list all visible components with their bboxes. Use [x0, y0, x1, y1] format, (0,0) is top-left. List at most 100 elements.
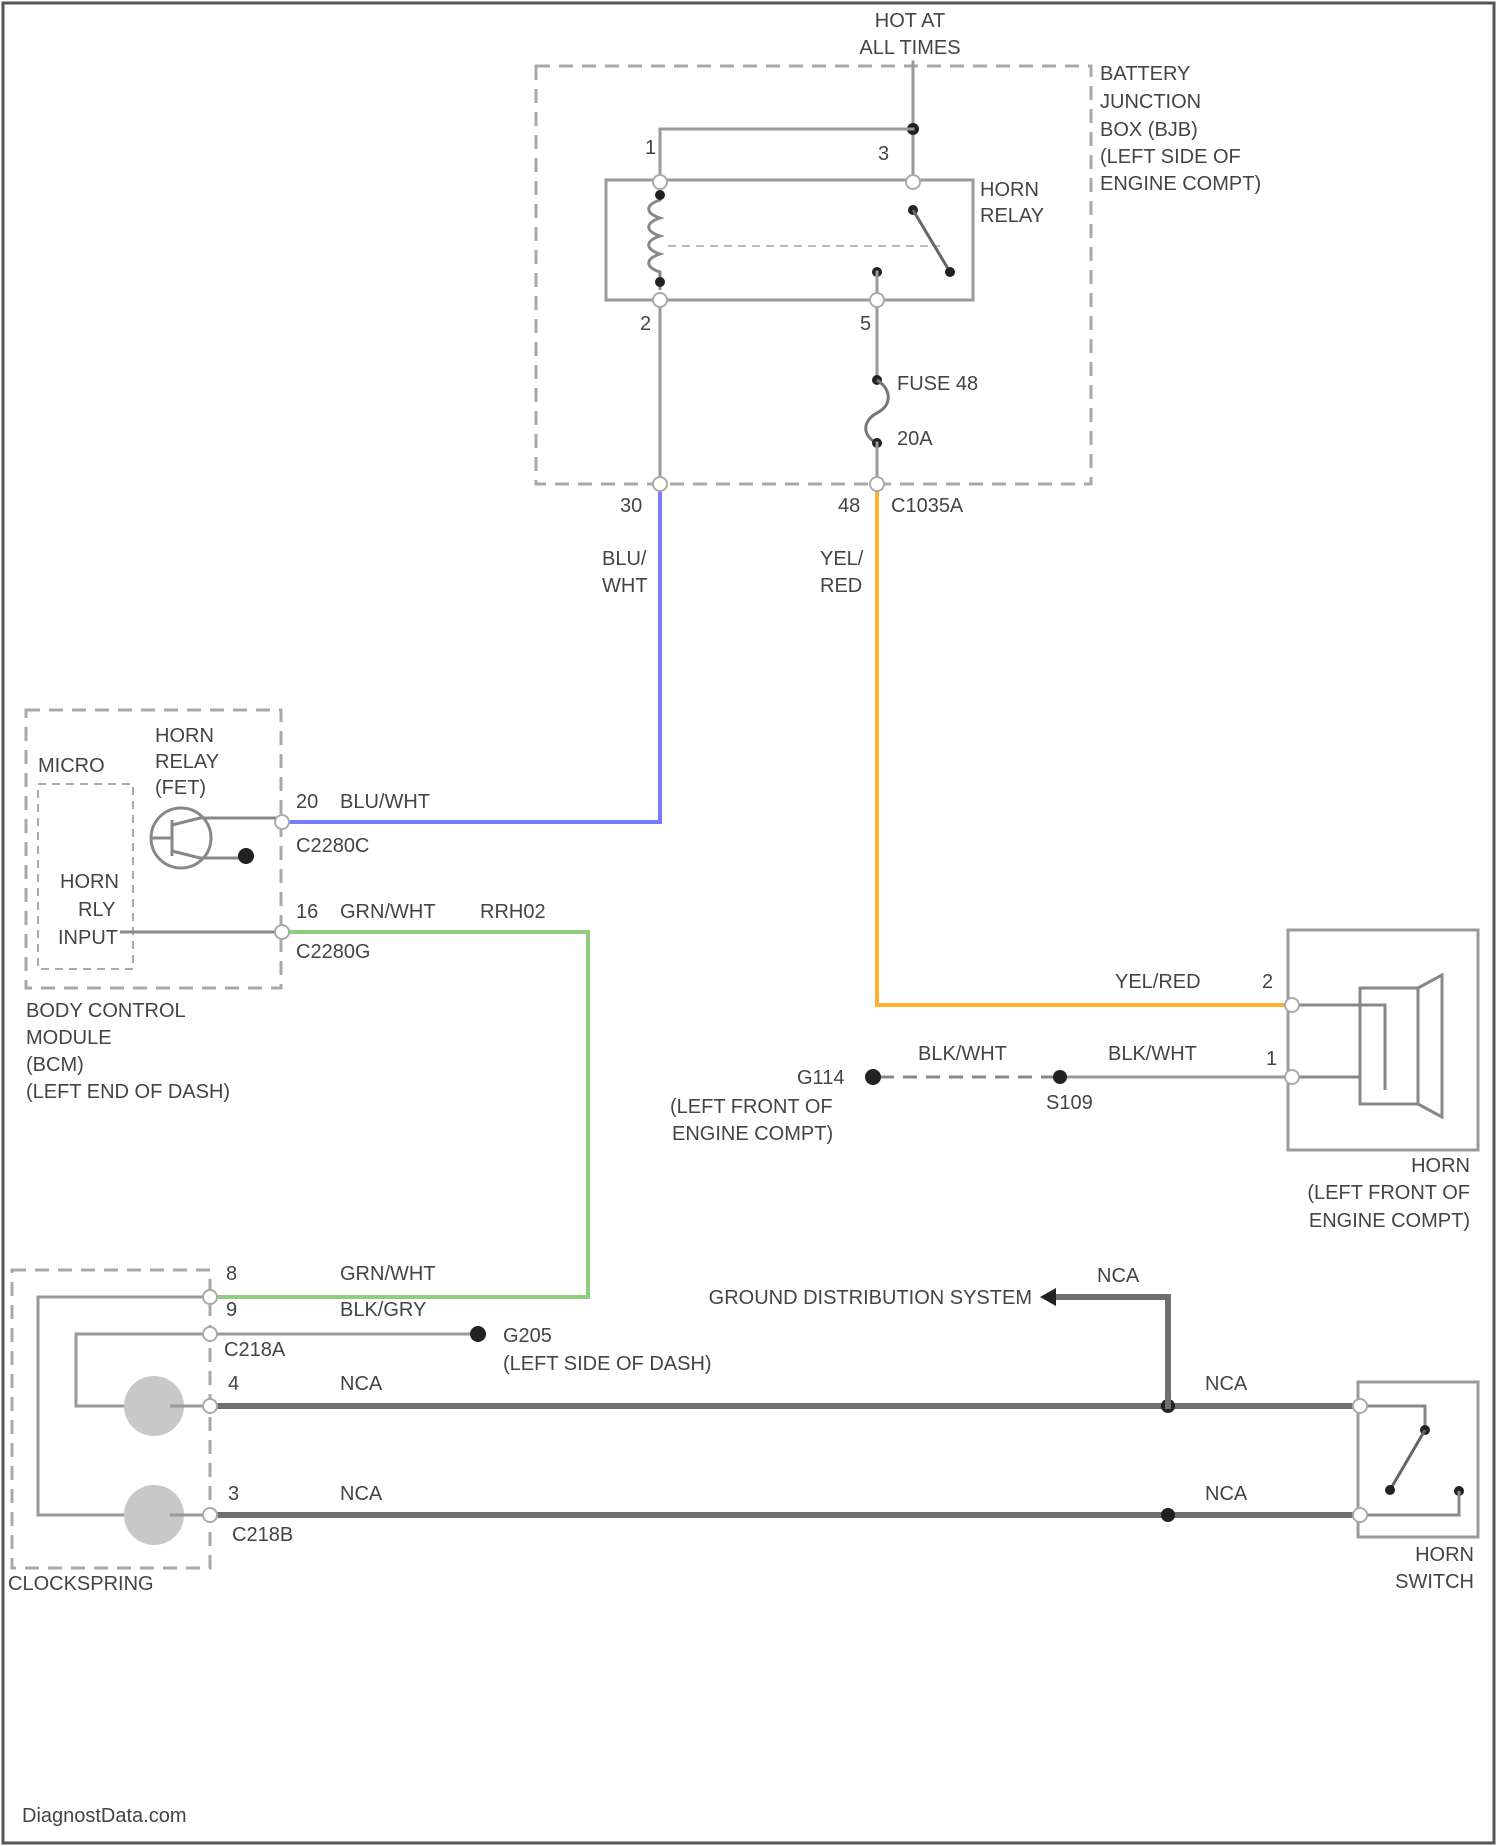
pin-marker [1285, 998, 1299, 1012]
horn-switch-arm [1390, 1430, 1425, 1490]
horn-name-line1: HORN [1411, 1155, 1470, 1177]
horn-name-line2: (LEFT FRONT OF [1307, 1182, 1470, 1204]
pin-marker [1285, 1070, 1299, 1084]
coil-feed-wire [660, 129, 913, 182]
c1035a-pin-30: 30 [620, 495, 642, 517]
bcm-input-label-line1: HORN [60, 871, 119, 893]
pin-marker [203, 1290, 217, 1304]
relay-switch-arm [913, 210, 950, 272]
bjb-pin-3: 3 [878, 143, 889, 165]
fuse-label: FUSE 48 [897, 373, 978, 395]
horn-outer-box [1288, 930, 1478, 1150]
g205-location: (LEFT SIDE OF DASH) [503, 1353, 712, 1375]
pin-marker [203, 1327, 217, 1341]
bcm-wire-grn-wht: GRN/WHT [340, 901, 436, 923]
ground-distribution-label: GROUND DISTRIBUTION SYSTEM [709, 1287, 1032, 1309]
bjb-wire-left-line1: BLU/ [602, 548, 647, 570]
bcm-fet-ground-dot [238, 848, 254, 864]
horn-wire-blk-wht: BLK/WHT [1108, 1043, 1197, 1065]
bcm-pin-20: 20 [296, 791, 318, 813]
s109-splice-dot [1053, 1070, 1067, 1084]
coil-bottom-dot [655, 277, 665, 287]
bjb-name-line3: BOX (BJB) [1100, 119, 1198, 141]
clockspring-pin-9: 9 [226, 1299, 237, 1321]
horn-switch-name-line1: HORN [1415, 1544, 1474, 1566]
pin-marker [653, 175, 667, 189]
pin-marker [653, 293, 667, 307]
pin-marker [906, 175, 920, 189]
bcm-input-label-line3: INPUT [58, 927, 118, 949]
horn-switch-wire-top: NCA [1205, 1373, 1248, 1395]
c1035a-connector: C1035A [891, 495, 964, 517]
pin-marker [203, 1508, 217, 1522]
pin-marker [275, 815, 289, 829]
bcm-conn-c2280c: C2280C [296, 835, 369, 857]
grn-wht-wire-top [212, 932, 588, 1297]
horn-splice-wire: BLK/WHT [918, 1043, 1007, 1065]
horn-switch-arm-end-dot [1385, 1485, 1395, 1495]
ground-distribution-wire [1052, 1297, 1168, 1406]
horn-switch-wire-bot: NCA [1205, 1483, 1248, 1505]
pin-marker [870, 477, 884, 491]
watermark: DiagnostData.com [22, 1805, 187, 1827]
nca-lower-splice-dot [1161, 1508, 1175, 1522]
horn-switch-contact-bottom [1360, 1491, 1459, 1515]
pin-marker [870, 293, 884, 307]
fuse-rating: 20A [897, 428, 933, 450]
bcm-fet-drain [172, 818, 282, 825]
horn-switch-contact-top [1360, 1406, 1425, 1430]
clockspring-conn-c218a: C218A [224, 1339, 286, 1361]
pin-marker [203, 1399, 217, 1413]
yel-red-wire [877, 484, 1290, 1005]
clockspring-name: CLOCKSPRING [8, 1573, 154, 1595]
clockspring-conn-c218b: C218B [232, 1524, 293, 1546]
clockspring-wire-grn-wht: GRN/WHT [340, 1263, 436, 1285]
bjb-wire-right-line1: YEL/ [820, 548, 864, 570]
horn-pin-1: 1 [1266, 1048, 1277, 1070]
bcm-name-line3: (BCM) [26, 1054, 84, 1076]
g114-ground-symbol [865, 1069, 881, 1085]
clockspring-pin-4: 4 [228, 1373, 239, 1395]
horn-name-line3: ENGINE COMPT) [1309, 1210, 1470, 1232]
coil-top-dot [655, 190, 665, 200]
power-label-line2: ALL TIMES [859, 37, 960, 59]
ground-distribution-wire-label: NCA [1097, 1265, 1140, 1287]
bcm-name-line2: MODULE [26, 1027, 112, 1049]
fuse-48-symbol [866, 380, 889, 443]
bcm-micro-label: MICRO [38, 755, 105, 777]
bcm-relay-label-line2: RELAY [155, 751, 219, 773]
blu-wht-wire [286, 484, 660, 822]
bcm-name-line1: BODY CONTROL [26, 1000, 186, 1022]
bjb-pin-5: 5 [860, 313, 871, 335]
bjb-wire-left-line2: WHT [602, 575, 648, 597]
power-label-line1: HOT AT [875, 10, 945, 32]
bjb-wire-right-line2: RED [820, 575, 862, 597]
bcm-relay-label-line1: HORN [155, 725, 214, 747]
g114-label: G114 [797, 1067, 844, 1089]
bjb-name-line5: ENGINE COMPT) [1100, 173, 1261, 195]
bjb-name-line4: (LEFT SIDE OF [1100, 146, 1241, 168]
g205-ground-symbol [470, 1326, 486, 1342]
g114-location-line2: ENGINE COMPT) [672, 1123, 833, 1145]
bcm-conn-c2280g: C2280G [296, 941, 371, 963]
bcm-wire-blu-wht: BLU/WHT [340, 791, 430, 813]
g205-label: G205 [503, 1325, 552, 1347]
clockspring-wire-mid-nca: NCA [340, 1373, 383, 1395]
bjb-pin-2: 2 [640, 313, 651, 335]
horn-relay-label-line1: HORN [980, 179, 1039, 201]
diagram-frame [3, 3, 1494, 1843]
horn-pin-2: 2 [1262, 971, 1273, 993]
horn-switch-name-line2: SWITCH [1395, 1571, 1474, 1593]
horn-bell [1418, 975, 1442, 1117]
ground-distribution-arrow [1040, 1288, 1056, 1306]
relay-switch-end-dot [945, 267, 955, 277]
bjb-name-line2: JUNCTION [1100, 91, 1201, 113]
pin-marker [275, 925, 289, 939]
horn-relay-label-line2: RELAY [980, 205, 1044, 227]
bcm-name-line4: (LEFT END OF DASH) [26, 1081, 230, 1103]
horn-relay-coil [649, 195, 660, 290]
clockspring-wire-bot-nca: NCA [340, 1483, 383, 1505]
bcm-relay-label-line3: (FET) [155, 777, 206, 799]
clockspring-wire-blk-gry: BLK/GRY [340, 1299, 426, 1321]
